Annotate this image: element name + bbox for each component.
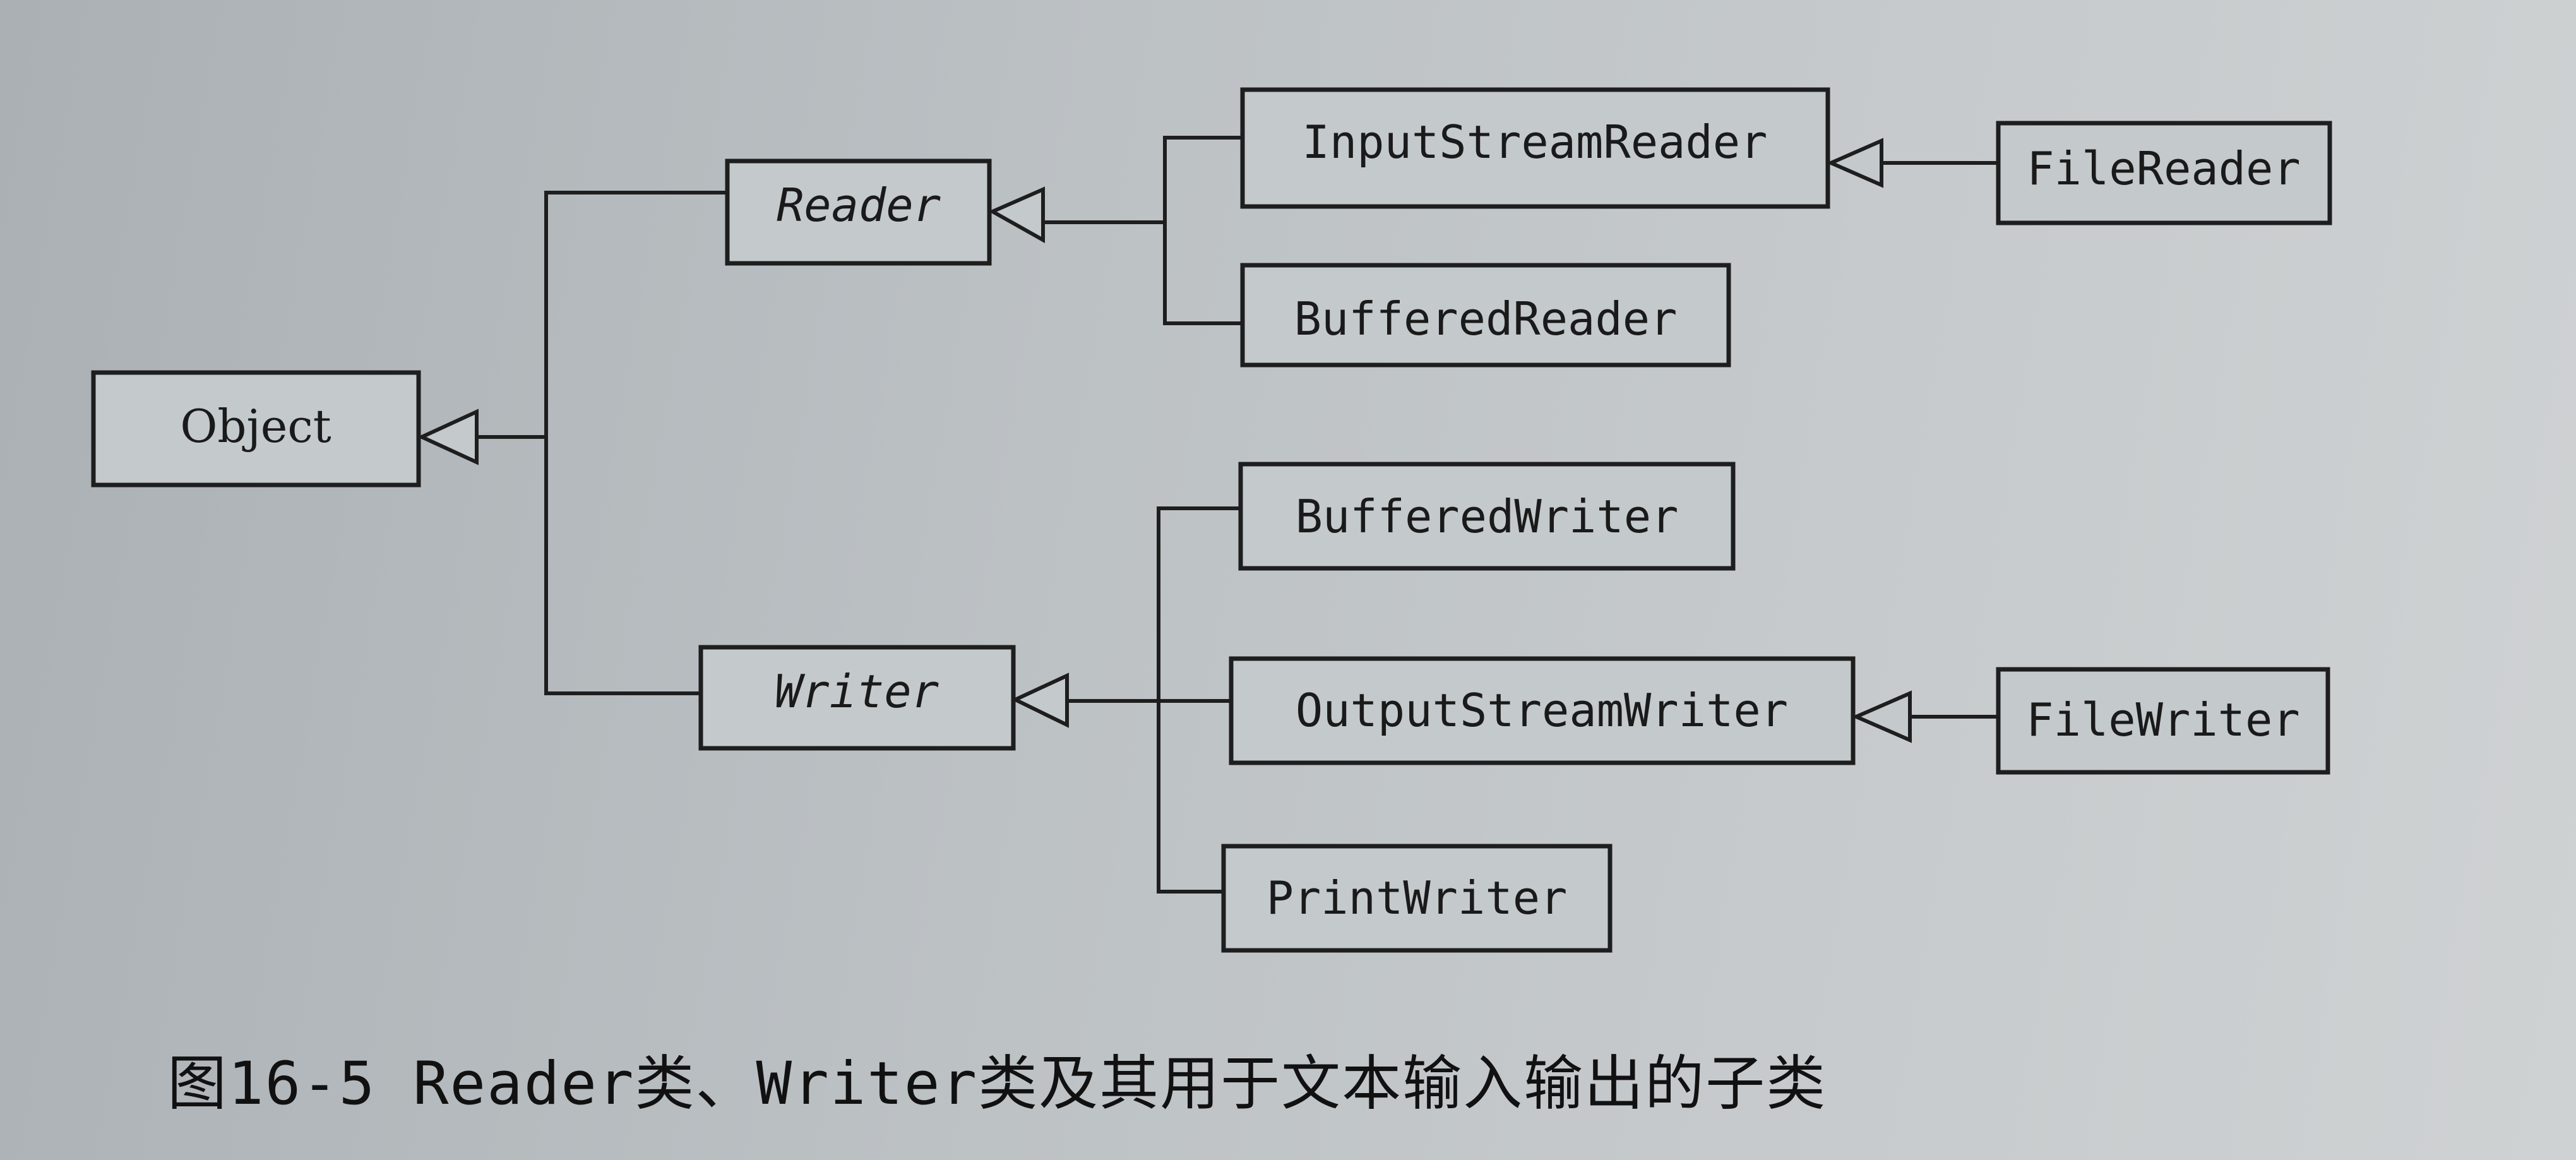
- edge-filewriter-to-outputstreamwriter: [1851, 690, 1998, 743]
- node-object: Object: [91, 370, 421, 487]
- edge-reader-subclasses: [988, 136, 1243, 325]
- node-reader-label: Reader: [777, 179, 941, 232]
- node-output-stream-writer: OutputStreamWriter: [1229, 656, 1856, 765]
- node-input-stream-reader-label: InputStreamReader: [1303, 116, 1768, 169]
- node-buffered-reader-label: BufferedReader: [1294, 292, 1678, 345]
- node-file-reader-label: FileReader: [2027, 142, 2300, 195]
- edge-reader-writer-to-object: [417, 191, 701, 695]
- node-input-stream-reader: InputStreamReader: [1240, 87, 1830, 209]
- node-buffered-writer-label: BufferedWriter: [1296, 490, 1679, 543]
- node-print-writer: PrintWriter: [1221, 844, 1613, 953]
- inheritance-arrowhead: [1011, 673, 1069, 728]
- inheritance-arrowhead: [417, 409, 479, 465]
- edge-writer-subclasses: [1011, 506, 1241, 894]
- node-buffered-reader: BufferedReader: [1240, 263, 1731, 368]
- node-file-writer-label: FileWriter: [2026, 693, 2299, 746]
- edge-filereader-to-inputstreamreader: [1826, 138, 1998, 188]
- inheritance-arrowhead: [988, 186, 1045, 244]
- figure-caption: 图16-5 Reader类、Writer类及其用于文本输入输出的子类: [167, 1049, 1827, 1118]
- inheritance-arrowhead: [1851, 690, 1912, 743]
- inheritance-arrowhead: [1826, 138, 1883, 188]
- node-writer-label: Writer: [775, 665, 939, 718]
- node-writer: Writer: [698, 645, 1016, 751]
- node-output-stream-writer-label: OutputStreamWriter: [1296, 684, 1788, 737]
- node-file-writer: FileWriter: [1996, 667, 2330, 775]
- node-print-writer-label: PrintWriter: [1267, 871, 1568, 924]
- node-reader: Reader: [725, 158, 992, 266]
- node-object-label: Object: [180, 400, 331, 453]
- node-buffered-writer: BufferedWriter: [1238, 462, 1736, 571]
- node-file-reader: FileReader: [1996, 121, 2332, 225]
